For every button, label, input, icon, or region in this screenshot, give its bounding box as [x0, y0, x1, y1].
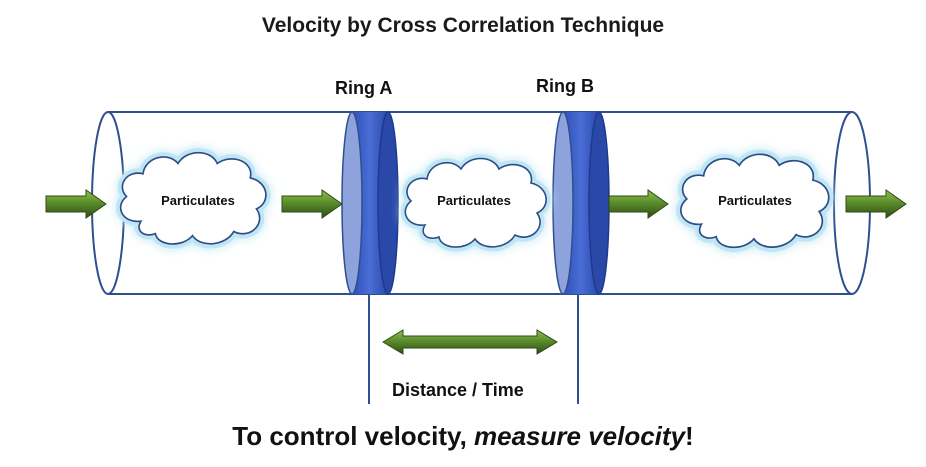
particulates-cloud-1: Particulates [121, 153, 266, 244]
flow-arrow-inlet [45, 189, 107, 219]
footer-emphasis: measure velocity [474, 421, 686, 451]
diagram-title: Velocity by Cross Correlation Technique [261, 14, 665, 37]
footer-prefix: To control velocity, [232, 421, 475, 451]
particulates-label-2: Particulates [437, 193, 511, 208]
footer-statement: To control velocity, measure velocity! [0, 421, 926, 452]
particulates-cloud-3: Particulates [681, 154, 829, 247]
ring-b [552, 111, 610, 295]
footer-suffix: ! [685, 421, 694, 451]
flow-arrow-2 [608, 189, 669, 219]
particulates-label-1: Particulates [161, 193, 235, 208]
flow-arrow-outlet [845, 189, 907, 219]
ring-a [341, 111, 399, 295]
ring-b-label: Ring B [536, 76, 594, 96]
particulates-cloud-2: Particulates [405, 159, 546, 248]
particulates-label-3: Particulates [718, 193, 792, 208]
ring-a-label: Ring A [335, 78, 393, 98]
distance-time-label: Distance / Time [392, 380, 524, 400]
distance-double-arrow [382, 329, 558, 355]
flow-arrow-1 [281, 189, 343, 219]
